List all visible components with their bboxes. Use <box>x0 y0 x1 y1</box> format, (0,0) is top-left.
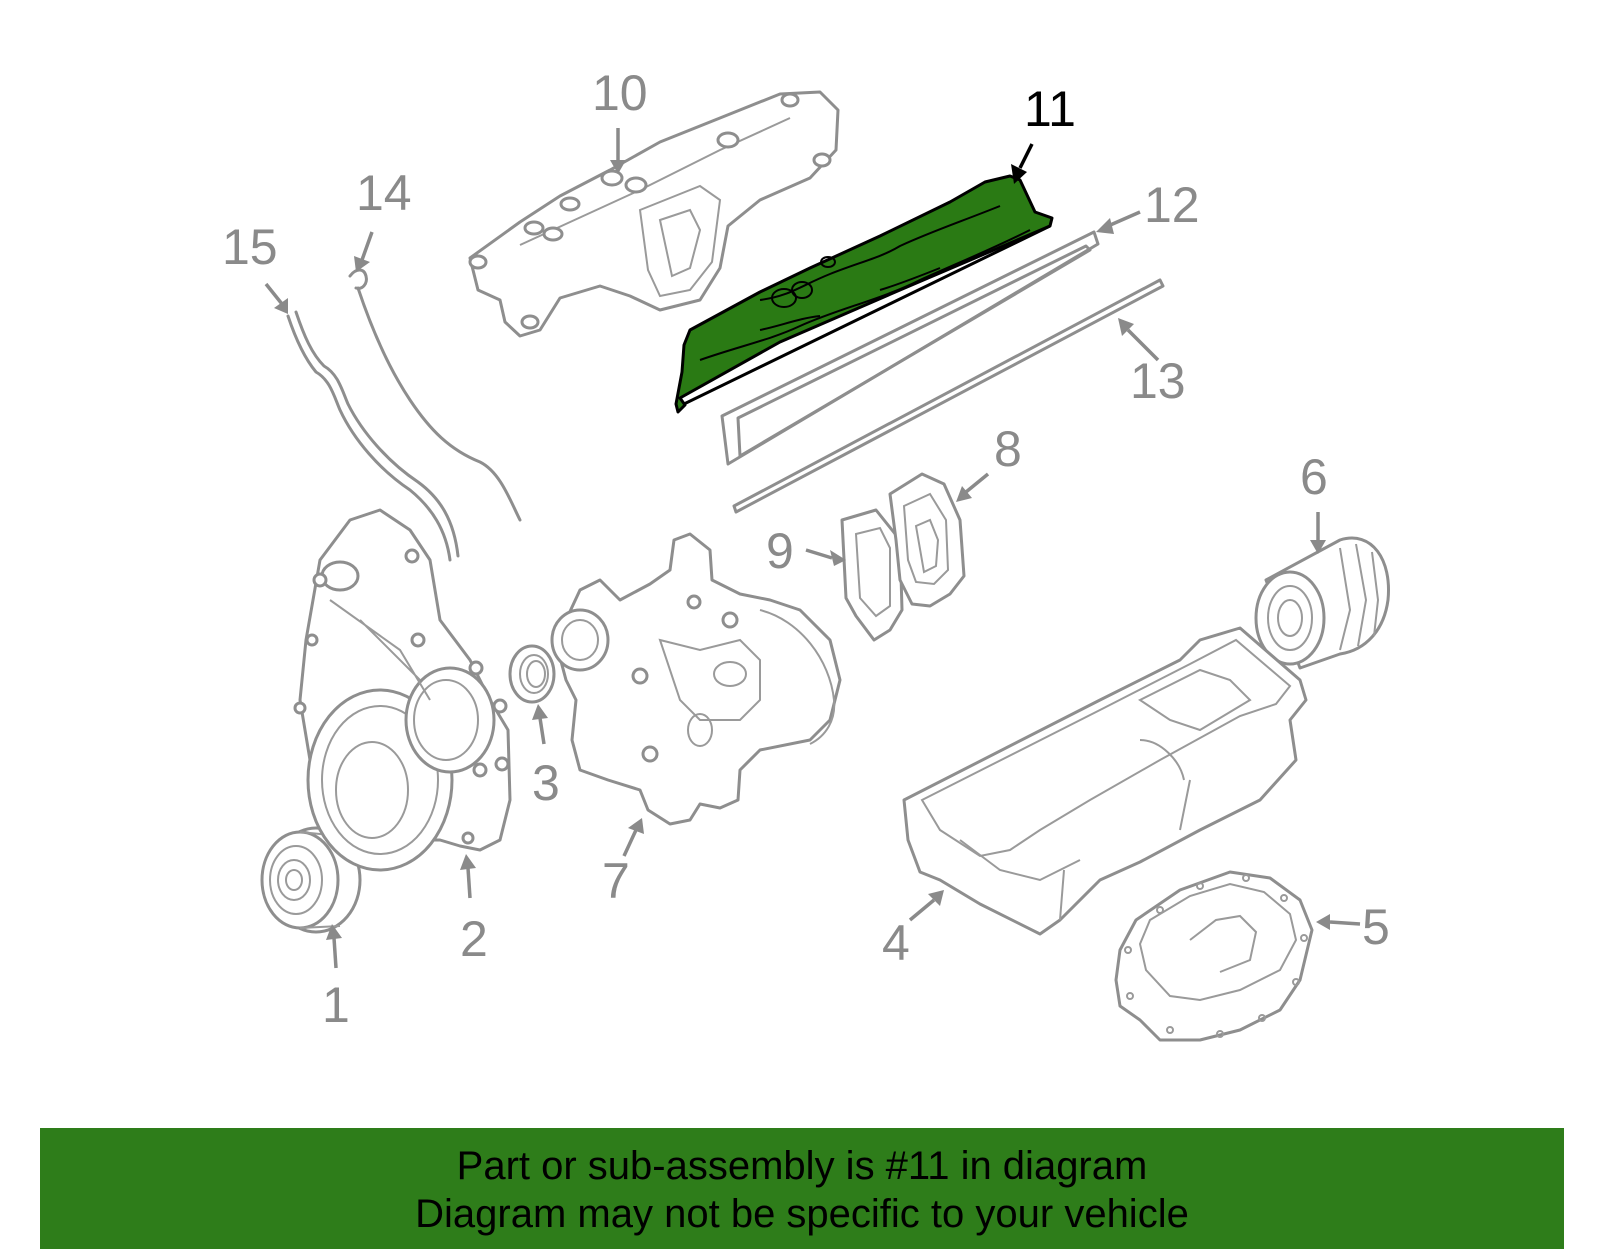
part-14-dipstick[interactable] <box>348 268 522 522</box>
part-11-valve-cover[interactable] <box>674 174 1054 414</box>
label-15: 15 <box>222 219 278 275</box>
banner-line-2: Diagram may not be specific to your vehi… <box>415 1192 1189 1236</box>
part-7-housing[interactable] <box>550 532 842 826</box>
leader-arrows <box>264 128 1361 969</box>
label-13: 13 <box>1130 353 1186 409</box>
label-4: 4 <box>882 915 910 971</box>
part-6-oil-filter[interactable] <box>1254 536 1391 670</box>
part-10-intake-manifold[interactable] <box>468 90 840 338</box>
part-4-oil-pan[interactable] <box>902 626 1308 936</box>
label-9: 9 <box>766 523 794 579</box>
banner-line-1: Part or sub-assembly is #11 in diagram <box>456 1144 1148 1188</box>
label-6: 6 <box>1300 449 1328 505</box>
part-5-lower-oil-pan[interactable] <box>1114 870 1314 1042</box>
label-11: 11 <box>1024 81 1076 137</box>
part-number-labels: 10 11 12 13 14 15 8 9 6 3 2 1 7 4 5 <box>222 65 1390 1033</box>
label-1: 1 <box>322 977 350 1033</box>
part-8-outlet[interactable] <box>888 472 966 608</box>
label-3: 3 <box>532 755 560 811</box>
info-banner: Part or sub-assembly is #11 in diagram D… <box>40 1128 1564 1249</box>
part-13-seal-strip[interactable] <box>732 278 1165 514</box>
part-2-timing-cover[interactable] <box>293 508 512 872</box>
label-2: 2 <box>460 911 488 967</box>
label-12: 12 <box>1144 177 1200 233</box>
part-9-gasket[interactable] <box>840 508 904 642</box>
label-14: 14 <box>356 165 412 221</box>
parts-diagram: 10 11 12 13 14 15 8 9 6 3 2 1 7 4 5 <box>222 65 1391 1042</box>
label-8: 8 <box>994 421 1022 477</box>
label-7: 7 <box>602 853 630 909</box>
label-5: 5 <box>1362 899 1390 955</box>
part-15-dipstick-tube[interactable] <box>286 310 460 562</box>
part-3-seal[interactable] <box>508 644 556 704</box>
label-10: 10 <box>592 65 648 121</box>
part-12-gasket[interactable] <box>720 230 1100 466</box>
